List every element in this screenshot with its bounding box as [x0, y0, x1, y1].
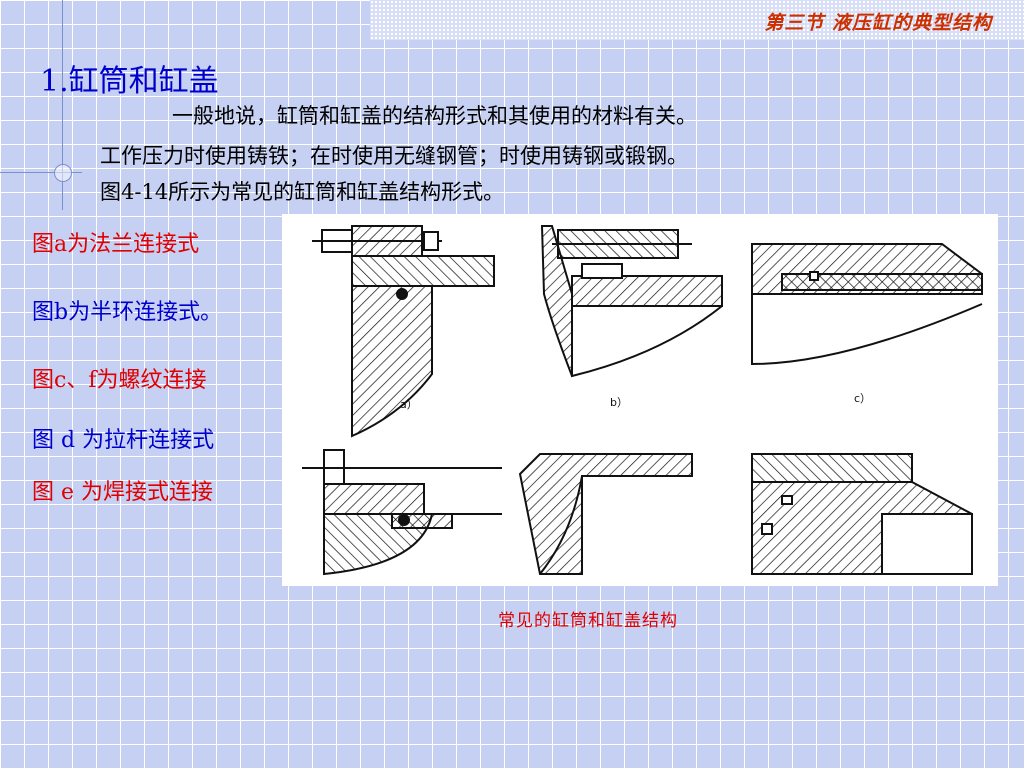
drawing-f — [751, 453, 973, 575]
decorative-vertical-line — [62, 0, 63, 210]
page-title: 1.缸筒和缸盖 — [40, 64, 219, 99]
cross-section-drawings: a） b） c） — [302, 225, 983, 576]
label-thread: 图c、f为螺纹连接 — [32, 368, 207, 393]
drawing-d — [302, 449, 502, 576]
paragraph-3: 图4-14所示为常见的缸筒和缸盖结构形式。 — [100, 180, 505, 204]
drawing-c — [751, 243, 983, 366]
label-tie-rod: 图 d 为拉杆连接式 — [32, 428, 215, 453]
figure-caption: 常见的缸筒和缸盖结构 — [498, 611, 678, 631]
cylinder-structure-figure: a） b） c） — [282, 214, 998, 586]
decorative-circle — [54, 164, 72, 182]
figure-label-a: a） — [400, 398, 418, 411]
decorative-horizontal-line — [0, 172, 82, 173]
figure-label-b: b） — [610, 396, 628, 409]
paragraph-2: 工作压力时使用铸铁；在时使用无缝钢管；时使用铸钢或锻钢。 — [100, 144, 688, 168]
drawing-e — [518, 453, 693, 575]
section-header: 第三节 液压缸的典型结构 — [764, 12, 992, 34]
header-band — [370, 0, 1024, 40]
label-half-ring: 图b为半环连接式。 — [32, 300, 223, 325]
label-flange: 图a为法兰连接式 — [32, 232, 200, 257]
figure-label-c: c） — [854, 392, 871, 405]
paragraph-1: 一般地说，缸筒和缸盖的结构形式和其使用的材料有关。 — [172, 104, 697, 128]
drawing-a — [312, 225, 495, 438]
label-welded: 图 e 为焊接式连接 — [32, 480, 214, 505]
drawing-b — [540, 225, 723, 378]
